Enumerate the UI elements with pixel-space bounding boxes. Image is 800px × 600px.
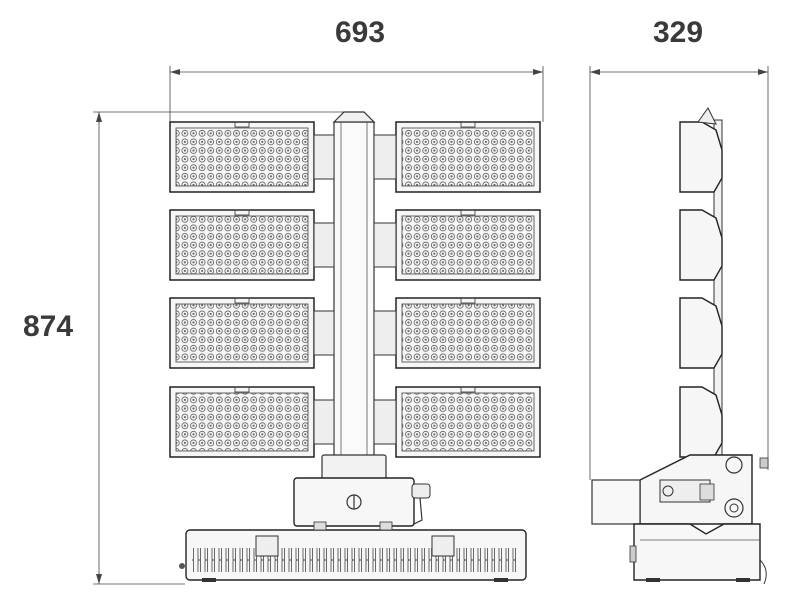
control-box bbox=[293, 477, 431, 527]
height-dimension-label: 874 bbox=[23, 310, 73, 343]
led-module bbox=[169, 121, 335, 193]
led-module bbox=[169, 209, 335, 281]
right-module-column bbox=[373, 121, 541, 458]
led-module bbox=[373, 121, 541, 193]
side-module bbox=[679, 386, 723, 458]
height-dimension: 874 bbox=[23, 111, 350, 585]
led-module bbox=[169, 297, 335, 369]
width-dimension-label: 693 bbox=[335, 16, 385, 49]
center-pole bbox=[332, 111, 376, 459]
side-module bbox=[679, 297, 723, 369]
base-ballast bbox=[179, 521, 527, 582]
led-module bbox=[373, 386, 541, 458]
side-control-housing bbox=[591, 454, 769, 525]
gear-icon bbox=[724, 498, 744, 518]
front-view bbox=[169, 111, 541, 582]
side-module bbox=[679, 209, 723, 281]
depth-dimension-label: 329 bbox=[653, 16, 703, 49]
left-module-column bbox=[169, 121, 335, 458]
led-module bbox=[373, 209, 541, 281]
depth-dimension: 329 bbox=[589, 16, 769, 480]
pole-collar bbox=[321, 454, 387, 481]
side-module bbox=[679, 107, 723, 193]
side-base bbox=[629, 523, 767, 585]
width-dimension: 693 bbox=[169, 16, 544, 122]
led-module bbox=[169, 386, 335, 458]
gear-icon bbox=[725, 456, 743, 474]
led-module bbox=[373, 297, 541, 369]
side-view bbox=[591, 107, 769, 585]
